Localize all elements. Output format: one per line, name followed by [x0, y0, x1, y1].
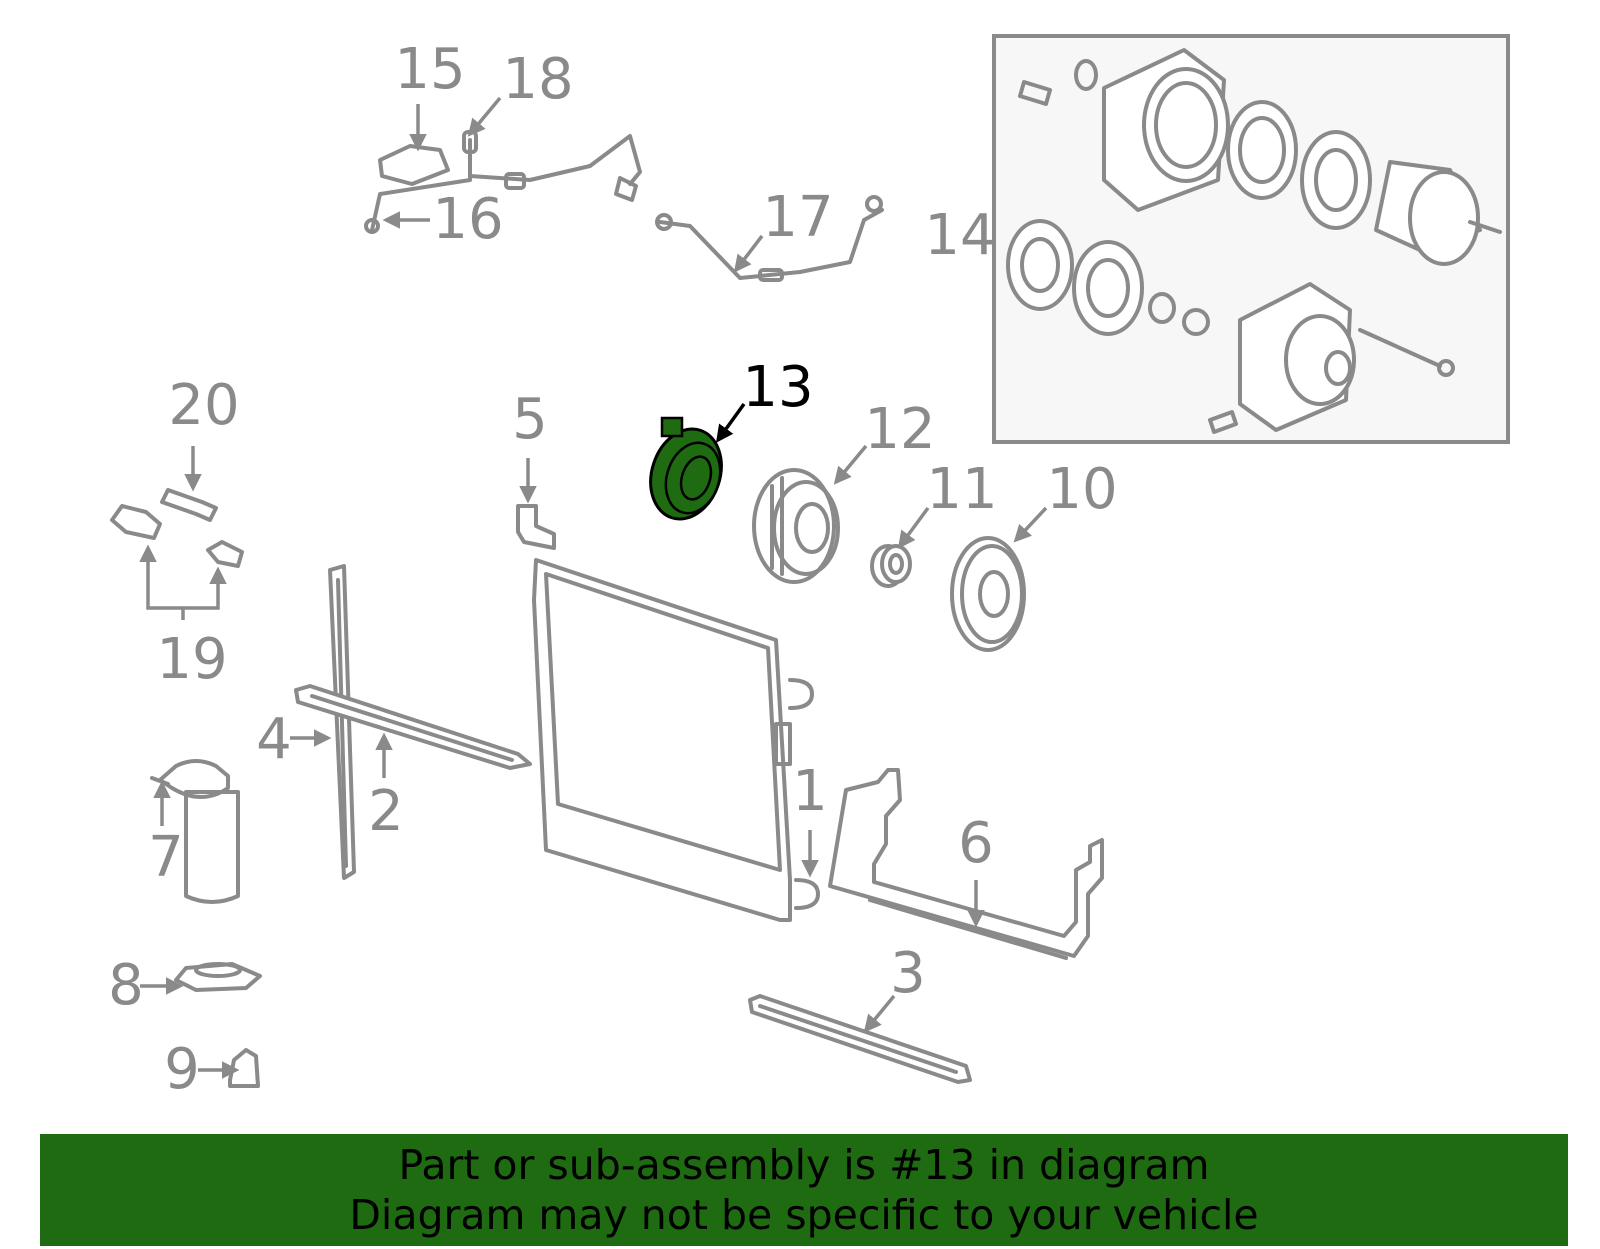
callout-12: 12	[864, 397, 935, 462]
callout-10: 10	[1046, 457, 1117, 522]
callout-15: 15	[394, 37, 465, 102]
callout-6: 6	[958, 811, 994, 876]
hose-assembly-15-16-18	[364, 130, 642, 234]
leader-lines	[139, 96, 1048, 1079]
compressor-inset-box	[992, 34, 1510, 444]
banner-line-1: Part or sub-assembly is #13 in diagram	[398, 1141, 1210, 1189]
callout-19: 19	[156, 627, 227, 692]
seal-4	[328, 564, 356, 880]
callout-18: 18	[502, 47, 573, 112]
callout-labels: 1 2 3 4 5 6 7 8 9 10 11 12 13 14 15 16 1…	[108, 37, 1117, 1102]
seal-3	[748, 994, 972, 1084]
callout-1: 1	[792, 759, 828, 824]
callout-17: 17	[762, 185, 833, 250]
callout-8: 8	[108, 953, 144, 1018]
callout-13: 13	[742, 355, 813, 420]
bracket-6	[828, 768, 1104, 960]
condenser-1	[532, 558, 820, 922]
callout-4: 4	[256, 707, 292, 772]
clip-9	[228, 1048, 260, 1088]
bearing-11	[870, 544, 912, 588]
clutch-plate-10	[950, 536, 1026, 652]
mount-8	[174, 962, 262, 992]
callout-5: 5	[512, 387, 548, 452]
callout-2: 2	[368, 779, 404, 844]
hose-17	[655, 195, 884, 282]
clutch-coil-13	[649, 416, 723, 521]
pressure-switches-19-20	[110, 488, 244, 568]
seal-2	[294, 684, 532, 770]
accumulator-7	[150, 759, 240, 904]
callout-14: 14	[924, 203, 995, 268]
callout-11: 11	[926, 457, 997, 522]
callout-9: 9	[164, 1037, 200, 1102]
callout-3: 3	[890, 941, 926, 1006]
part-notice-banner: Part or sub-assembly is #13 in diagram D…	[40, 1134, 1568, 1246]
callout-7: 7	[148, 825, 184, 890]
bracket-5	[516, 504, 556, 550]
banner-line-2: Diagram may not be specific to your vehi…	[349, 1191, 1259, 1239]
callout-20: 20	[168, 373, 239, 438]
callout-16: 16	[432, 187, 503, 252]
pulley-12	[752, 468, 840, 584]
